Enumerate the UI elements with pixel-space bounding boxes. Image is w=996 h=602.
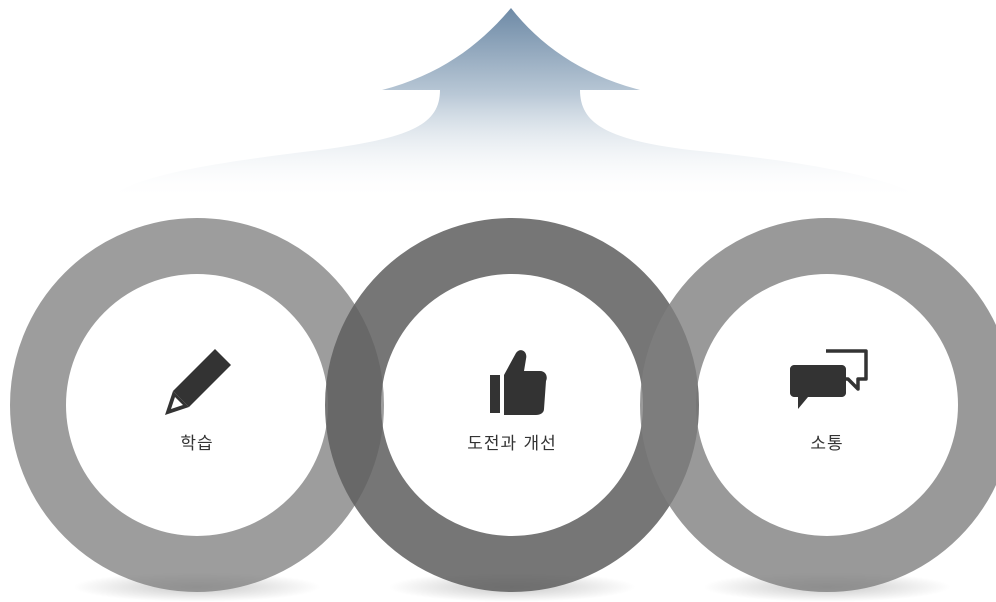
thumbs-up-icon	[490, 350, 547, 415]
item-learning: 학습	[97, 345, 297, 454]
label-challenge-improvement: 도전과 개선	[467, 434, 557, 454]
label-learning: 학습	[180, 434, 214, 454]
upward-arrow	[108, 8, 925, 200]
item-challenge-improvement: 도전과 개선	[412, 345, 612, 454]
speech-bubbles-icon	[790, 349, 868, 409]
item-communication: 소통	[727, 345, 927, 454]
pencil-icon	[165, 349, 231, 415]
label-communication: 소통	[810, 434, 844, 454]
